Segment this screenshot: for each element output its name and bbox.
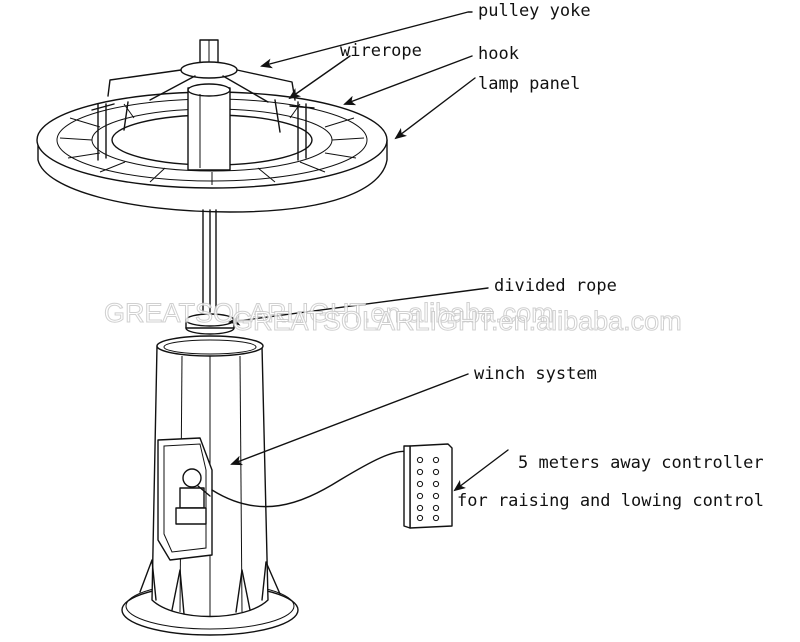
hooks — [91, 99, 315, 161]
pole-cap — [185, 313, 235, 335]
pulley-yoke — [107, 39, 296, 171]
label-hook: hook — [478, 44, 519, 64]
label-lamp-panel: lamp panel — [478, 74, 580, 94]
label-controller-line2: for raising and lowing control — [457, 491, 764, 511]
watermark-2: GREATSOLARLIGHT.en.alibaba.com — [232, 306, 682, 336]
rope-pair — [202, 209, 217, 313]
controller-box — [403, 443, 453, 529]
winch-hatch — [157, 437, 213, 561]
label-winch-system: winch system — [474, 364, 597, 384]
label-controller-line1: 5 meters away controller — [518, 453, 764, 473]
label-pulley-yoke: pulley yoke — [478, 1, 591, 21]
label-wirerope: wirerope — [340, 41, 422, 61]
controller-cable — [211, 450, 411, 508]
watermark-1: GREATSOLARLIGHT.en.alibaba.com — [104, 298, 554, 328]
label-divided-rope: divided rope — [494, 276, 617, 296]
leader-arrows — [228, 11, 509, 492]
